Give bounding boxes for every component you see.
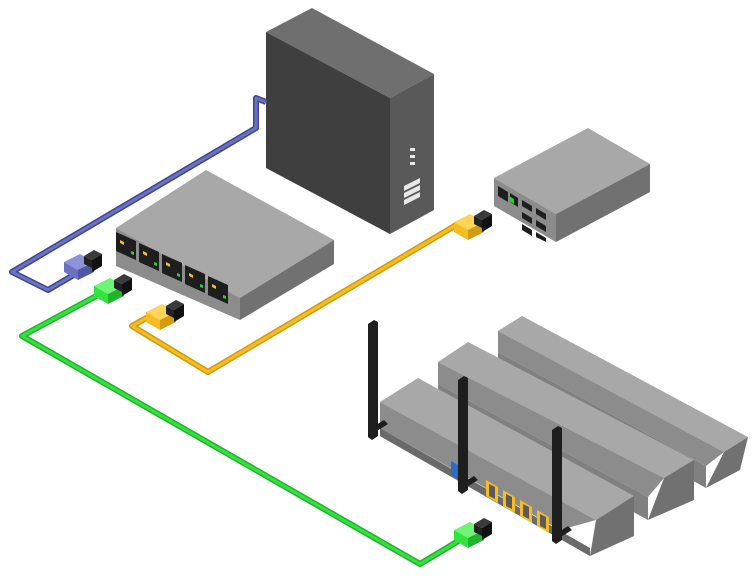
blue-connector — [64, 250, 102, 280]
router-lan-ports — [486, 480, 549, 533]
tower-server — [266, 8, 434, 234]
yellow-cable — [129, 221, 460, 375]
small-switch — [494, 128, 650, 242]
small-switch-ports — [498, 186, 546, 242]
server-indicator-lights — [410, 148, 415, 165]
network-switch — [116, 170, 334, 320]
wireless-router — [380, 378, 634, 556]
blue-cable — [9, 95, 268, 293]
router-antenna — [458, 376, 478, 494]
switch-port-leds — [120, 240, 226, 299]
yellow-connector-switch — [146, 300, 184, 330]
router-antenna — [552, 426, 572, 544]
yellow-connector-small-switch — [454, 210, 492, 240]
server-drive-bays — [404, 178, 420, 205]
green-connector-router — [454, 518, 492, 548]
green-connector-switch — [94, 274, 132, 304]
green-cable — [19, 291, 462, 567]
router-antenna — [368, 320, 388, 440]
